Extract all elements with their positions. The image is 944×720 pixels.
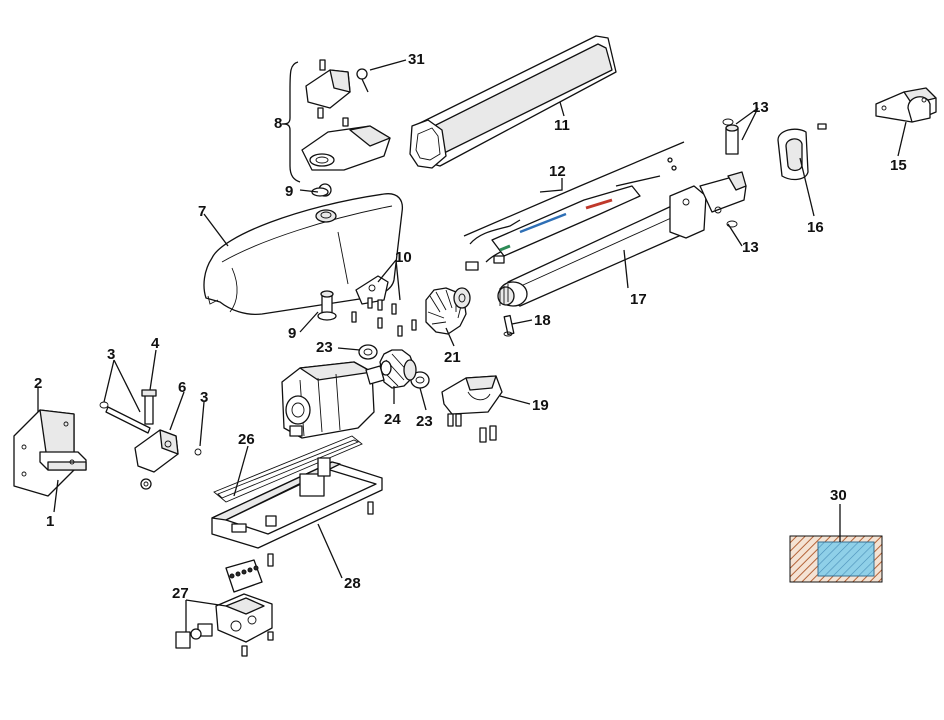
callout-9-top: 9 xyxy=(285,183,293,200)
callout-16: 16 xyxy=(807,219,824,236)
callout-27: 27 xyxy=(172,585,189,602)
part-release-mechanism xyxy=(281,59,391,197)
part-extrusion-tube xyxy=(409,35,617,169)
callout-8: 8 xyxy=(274,115,282,132)
callout-labels: 2 1 3 4 6 3 7 8 9 9 10 11 12 13 13 15 16… xyxy=(34,51,907,602)
callout-6: 6 xyxy=(178,379,186,396)
callout-4: 4 xyxy=(151,335,160,352)
material-swatch xyxy=(789,535,883,583)
part-main-cover xyxy=(203,183,404,316)
callout-1: 1 xyxy=(46,513,54,530)
callout-30: 30 xyxy=(830,487,847,504)
part-rear-bracket xyxy=(875,87,937,123)
callout-7: 7 xyxy=(198,203,206,220)
part-motor xyxy=(281,361,385,439)
terminal-block xyxy=(225,559,263,593)
callout-23-left: 23 xyxy=(316,339,333,356)
callout-26: 26 xyxy=(238,431,255,448)
callout-19: 19 xyxy=(532,397,549,414)
callout-23-right: 23 xyxy=(416,413,433,430)
part-actuator-screw xyxy=(497,171,747,307)
callout-9-bottom: 9 xyxy=(288,325,296,342)
callout-21: 21 xyxy=(444,349,461,366)
callout-13-top: 13 xyxy=(752,99,769,116)
part-hinge-pins xyxy=(722,118,739,228)
part-lower-bracket xyxy=(441,375,503,443)
callout-3: 3 xyxy=(107,346,115,363)
part-end-cap xyxy=(777,123,827,181)
callout-2: 2 xyxy=(34,375,42,392)
callout-17: 17 xyxy=(630,291,647,308)
part-pivot-pin xyxy=(317,275,417,337)
callout-24: 24 xyxy=(384,411,401,428)
part-drive-gear xyxy=(379,349,417,389)
leader-lines xyxy=(37,59,907,632)
callout-28: 28 xyxy=(344,575,361,592)
part-junction-box xyxy=(175,559,274,657)
part-gasket xyxy=(213,435,363,503)
callout-15: 15 xyxy=(890,157,907,174)
callout-3-right: 3 xyxy=(200,389,208,406)
part-wall-bracket xyxy=(13,409,87,497)
part-bevel-gear xyxy=(425,287,471,335)
screw-thread xyxy=(499,284,509,306)
callout-10: 10 xyxy=(395,249,412,266)
part-wiring-harness xyxy=(463,141,685,271)
callout-12: 12 xyxy=(549,163,566,180)
callout-31: 31 xyxy=(408,51,425,68)
callout-13-bottom: 13 xyxy=(742,239,759,256)
part-pin-and-fork xyxy=(99,389,202,490)
part-pin-18 xyxy=(503,314,515,337)
callout-18: 18 xyxy=(534,312,551,329)
callout-11: 11 xyxy=(554,117,570,134)
part-base-housing xyxy=(211,457,383,567)
